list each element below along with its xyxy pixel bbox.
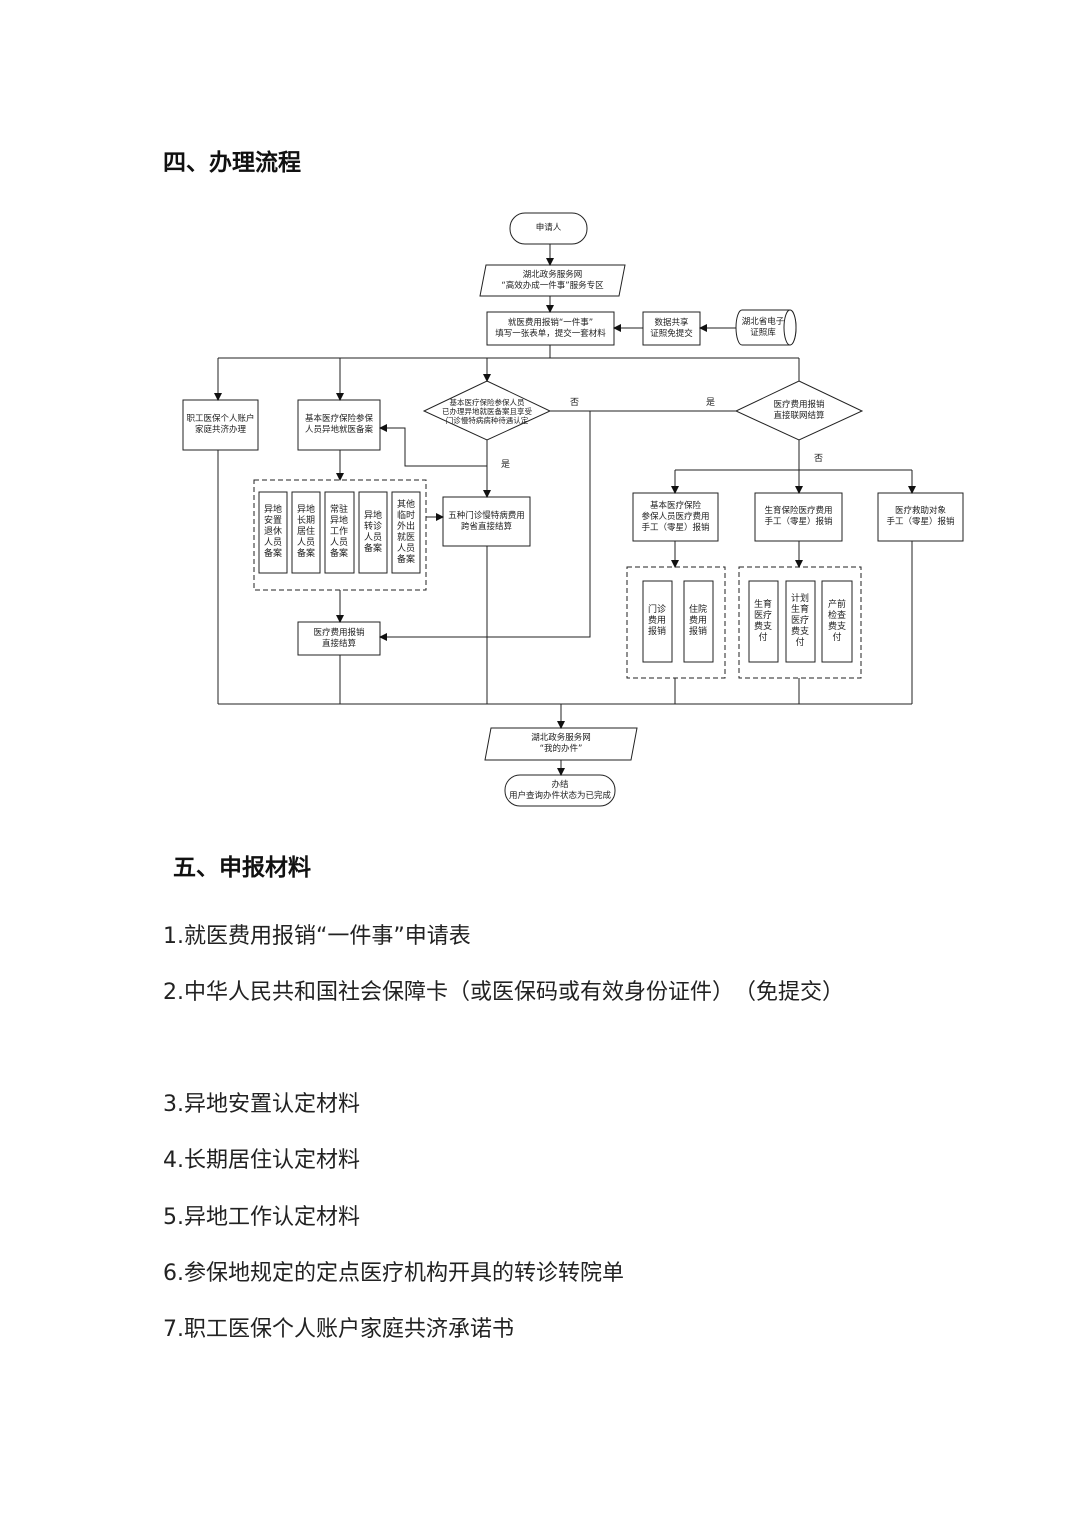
material-item: 6.参保地规定的定点医疗机构开具的转诊转院单 — [163, 1261, 624, 1286]
filing-type: 异地安置退休人员备案 — [263, 505, 282, 559]
material-item: 1.就医费用报销“一件事”申请表 — [163, 924, 471, 949]
cert-db-label: 湖北省电子 证照库 — [741, 316, 785, 338]
manual-maternity-label: 生育保险医疗费用 手工（零星）报销 — [764, 506, 833, 527]
portal-label: 湖北政务服务网 “高效办成一件事”服务专区 — [501, 269, 604, 291]
manual-aid-label: 医疗救助对象 手工（零星）报销 — [886, 506, 955, 527]
material-item: 2.中华人民共和国社会保障卡（或医保码或有效身份证件） （免提交） — [163, 980, 844, 1005]
chronic-label: 五种门诊慢特病费用 跨省直接结算 — [448, 510, 525, 532]
my-cases-label: 湖北政务服务网 “我的办件” — [531, 733, 591, 754]
direct-label: 医疗费用报销 直接结算 — [313, 627, 365, 649]
family-box — [182, 399, 259, 451]
maternity-type: 计划生育医疗费支付 — [790, 594, 809, 648]
material-item: 3.异地安置认定材料 — [163, 1092, 360, 1117]
manual-basic-box — [632, 492, 719, 542]
no-label-2: 否 — [814, 454, 824, 464]
filing-type: 异地长期居住人员备案 — [296, 505, 315, 559]
basic-type: 住院费用报销 — [688, 605, 707, 637]
start-label: 申请人 — [535, 223, 562, 233]
direct-box — [297, 621, 381, 656]
filing-type: 其他临时外出就医人员备案 — [396, 499, 415, 565]
basic-type: 门诊费用报销 — [647, 605, 666, 637]
family-label: 职工医保个人账户 家庭共济办理 — [186, 414, 255, 435]
maternity-type: 产前检查费支付 — [827, 599, 846, 643]
portal-parallelogram — [479, 264, 626, 297]
maternity-type: 生育医疗费支付 — [753, 599, 772, 643]
data-share-label: 数据共享 证照免提交 — [650, 317, 693, 339]
filing-label: 基本医疗保险参保 人员异地就医备案 — [304, 414, 373, 435]
chronic-box — [442, 496, 531, 547]
process-flowchart — [182, 212, 964, 807]
filing-type: 异地转诊人员备案 — [363, 510, 382, 554]
my-cases-parallelogram — [484, 727, 638, 761]
material-item: 7.职工医保个人账户家庭共济承诺书 — [163, 1317, 514, 1342]
decision2-label: 医疗费用报销 直接联网结算 — [773, 400, 825, 421]
section-title-materials: 五、申报材料 — [173, 854, 311, 881]
material-item: 4.长期居住认定材料 — [163, 1148, 360, 1173]
decision1-label: 基本医疗保险参保人员 已办理异地就医备案且享受 门诊慢特病病种待遇认定 — [442, 397, 532, 425]
manual-aid-box — [877, 492, 964, 542]
no-label-1: 否 — [570, 398, 580, 408]
filing-type: 常驻异地工作人员备案 — [329, 505, 348, 559]
material-item: 5.异地工作认定材料 — [163, 1205, 360, 1230]
form-label: 就医费用报销“一件事” 填写一张表单，提交一套材料 — [495, 317, 606, 339]
start-terminal — [509, 212, 588, 245]
manual-basic-label: 基本医疗保险 参保人员医疗费用 手工（零星）报销 — [641, 500, 710, 533]
section-title-process: 四、办理流程 — [163, 149, 301, 176]
yes-label-1: 是 — [706, 398, 716, 408]
yes-label-2: 是 — [501, 460, 511, 470]
end-label: 办结 用户查询办件状态为已完成 — [508, 779, 611, 801]
manual-maternity-box — [754, 492, 843, 542]
filing-box — [297, 399, 381, 451]
